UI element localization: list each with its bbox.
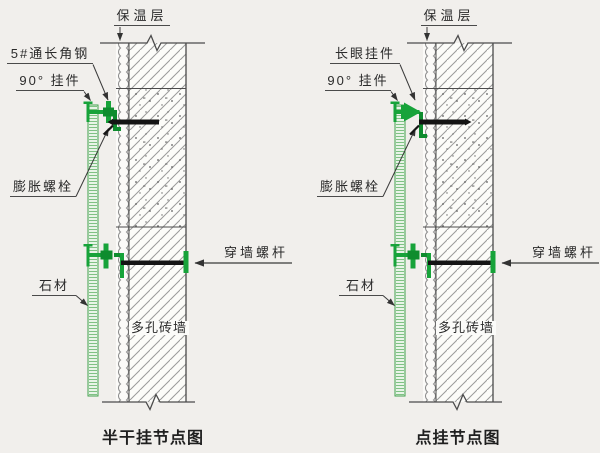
caption-right: 点挂节点图 <box>415 430 501 447</box>
leader-lines <box>75 27 292 306</box>
through-wall-screw-rod <box>121 260 186 265</box>
wall-outline <box>100 33 205 412</box>
label-hanger-90-right: 90° 挂件 <box>325 73 391 92</box>
label-wall-left: 多孔砖墙 <box>129 320 189 336</box>
screw-end-plate <box>183 251 189 273</box>
long-eye-hanger <box>404 102 421 122</box>
wall-section <box>75 27 292 412</box>
label-hanger-top-right: 长眼挂件 <box>330 46 400 65</box>
label-stone-left: 石材 <box>32 278 76 297</box>
insulation-layer <box>116 43 129 402</box>
caption-left: 半干挂节点图 <box>101 430 204 447</box>
hanger-90-leader <box>83 91 91 101</box>
upper-anchor-left <box>83 101 159 136</box>
label-wall-right: 多孔砖墙 <box>436 320 496 336</box>
label-through-screw-left: 穿墙螺杆 <box>223 245 288 260</box>
wall-section-right <box>383 27 599 410</box>
expansion-bolt-leader <box>75 128 109 197</box>
expansion-bolt <box>419 119 465 125</box>
expansion-bolt <box>113 119 159 125</box>
stone-leader <box>75 295 88 306</box>
label-expansion-bolt-right: 膨胀螺栓 <box>317 179 383 198</box>
brick-wall-hatch <box>129 43 186 402</box>
lower-anchor <box>83 243 189 278</box>
hanger-top-leader <box>92 64 109 101</box>
label-hanger-top-left: 5#通长角钢 <box>7 46 93 65</box>
label-insulation-left: 保温层 <box>114 8 170 27</box>
upper-anchor-right <box>390 101 472 138</box>
label-stone-right: 石材 <box>339 278 383 297</box>
label-through-screw-right: 穿墙螺杆 <box>531 245 596 260</box>
label-expansion-bolt-left: 膨胀螺栓 <box>10 179 76 198</box>
label-insulation-right: 保温层 <box>421 8 477 27</box>
label-hanger-90-left: 90° 挂件 <box>16 73 84 92</box>
